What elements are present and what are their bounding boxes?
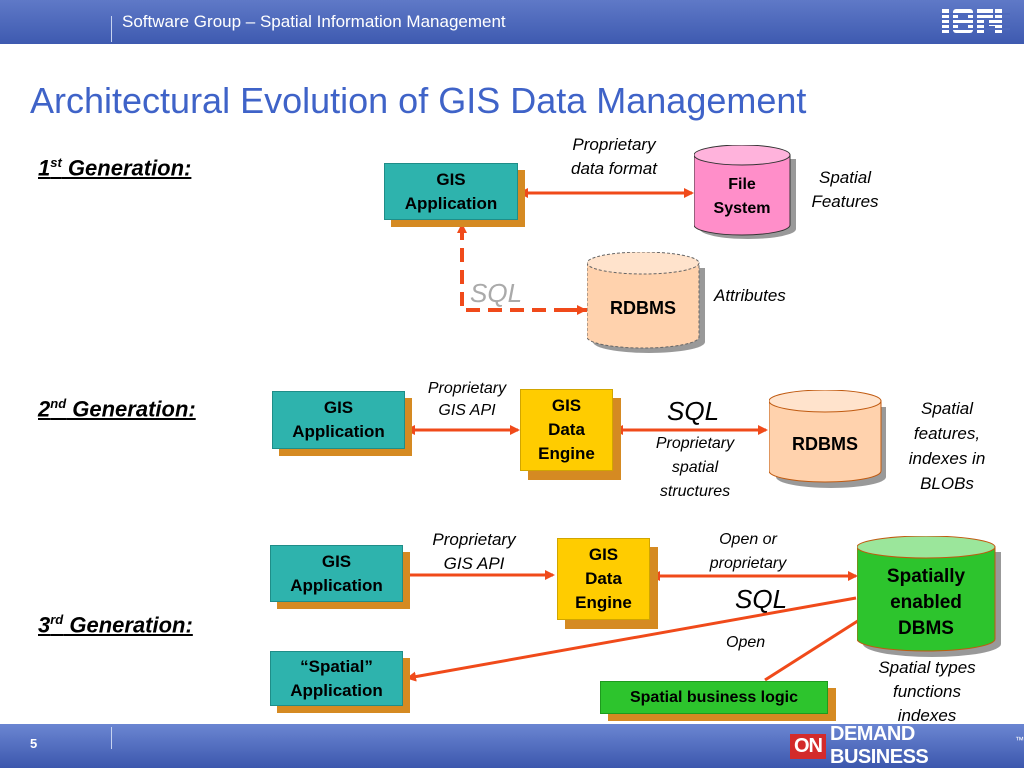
gen3-open-label: Open bbox=[726, 634, 766, 651]
on-demand-business-logo: ON DEMAND BUSINESS ™ bbox=[790, 723, 1024, 768]
gen2-label: 2nd Generation: bbox=[38, 396, 196, 422]
gen1-label: 1st Generation: bbox=[38, 155, 192, 181]
gen2-rdbms-cylinder: RDBMS bbox=[769, 390, 889, 490]
gen1-file-system-cylinder: File System bbox=[694, 145, 796, 242]
gen1-sql-dashed-arrow bbox=[457, 223, 590, 312]
gen3-spatial-business-logic-box: Spatial business logic bbox=[600, 681, 828, 714]
footer-bar: 5 ON DEMAND BUSINESS ™ bbox=[0, 723, 1024, 768]
gen1-sql-label: SQL bbox=[470, 278, 523, 308]
gen3-dbms-spatialapp-arrow bbox=[406, 596, 857, 682]
gen3-sql-label: SQL bbox=[735, 584, 788, 614]
gen3-label: 3rd Generation: bbox=[38, 612, 193, 638]
gen1-rdbms-cylinder: RDBMS bbox=[587, 252, 707, 353]
gen1-attributes-label: Attributes bbox=[714, 286, 786, 305]
ibm-logo bbox=[940, 9, 1010, 33]
header-text: Software Group – Spatial Information Man… bbox=[122, 12, 506, 31]
header-bar: Software Group – Spatial Information Man… bbox=[0, 0, 1024, 44]
slide-title: Architectural Evolution of GIS Data Mana… bbox=[30, 80, 807, 121]
gen2-sql-label: SQL bbox=[667, 396, 720, 426]
footer-divider bbox=[111, 727, 112, 749]
gen3-spatial-application-box: “Spatial”Application bbox=[270, 651, 403, 706]
page-number: 5 bbox=[30, 736, 38, 751]
gen3-spatial-dbms-cylinder: Spatially enabled DBMS bbox=[857, 536, 1002, 657]
header-divider bbox=[111, 16, 112, 42]
